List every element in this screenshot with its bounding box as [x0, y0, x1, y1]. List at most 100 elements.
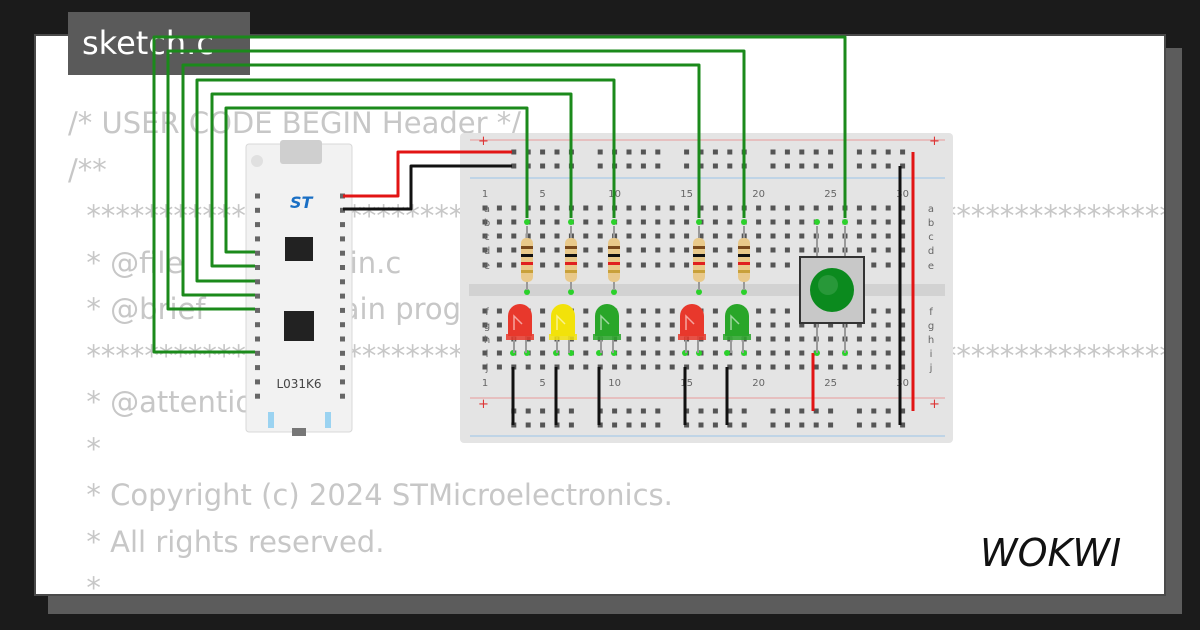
board-pin	[340, 279, 345, 285]
usb-connector	[280, 140, 322, 164]
breadboard-hole	[655, 149, 661, 155]
breadboard-hole	[885, 350, 891, 356]
breadboard-hole	[698, 422, 704, 428]
board-pin	[255, 307, 260, 313]
breadboard-hole	[496, 308, 502, 314]
breadboard-hole	[871, 149, 877, 155]
resistor-band	[608, 270, 620, 273]
breadboard-hole	[900, 247, 906, 253]
breadboard-hole	[856, 233, 862, 239]
breadboard-hole	[669, 233, 675, 239]
pushbutton	[799, 226, 865, 353]
reset-led	[251, 155, 263, 167]
breadboard-hole	[698, 149, 704, 155]
breadboard-hole	[626, 308, 632, 314]
breadboard-hole	[712, 149, 718, 155]
breadboard-hole	[756, 205, 762, 211]
breadboard-hole	[554, 247, 560, 253]
board-pin	[255, 336, 260, 342]
breadboard-hole	[770, 336, 776, 342]
breadboard-hole	[799, 408, 805, 414]
breadboard-hole	[698, 163, 704, 169]
board-pin	[255, 265, 260, 270]
breadboard-hole	[784, 163, 790, 169]
board-pin	[255, 193, 260, 199]
row-letter: h	[928, 335, 934, 346]
breadboard-hole	[784, 149, 790, 155]
breadboard-hole	[597, 163, 603, 169]
row-letter: j	[485, 363, 489, 374]
file-tab[interactable]: sketch.c	[68, 12, 250, 75]
breadboard-hole	[626, 364, 632, 370]
breadboard-hole	[597, 205, 603, 211]
breadboard-hole	[856, 149, 862, 155]
breadboard-hole	[511, 163, 517, 169]
breadboard-hole	[525, 233, 531, 239]
breadboard-hole	[540, 408, 546, 414]
breadboard-hole	[626, 322, 632, 328]
breadboard-hole	[885, 364, 891, 370]
breadboard-hole	[540, 308, 546, 314]
breadboard-hole	[540, 422, 546, 428]
breadboard-hole	[640, 364, 646, 370]
breadboard-hole	[756, 322, 762, 328]
resistor-band	[565, 262, 577, 265]
resistor-band	[608, 246, 620, 249]
breadboard-hole	[612, 408, 618, 414]
breadboard-hole	[655, 364, 661, 370]
breadboard-hole	[770, 364, 776, 370]
breadboard-hole	[684, 149, 690, 155]
breadboard-hole	[482, 308, 488, 314]
breadboard-hole	[756, 247, 762, 253]
breadboard-hole	[770, 233, 776, 239]
led-body	[551, 304, 575, 336]
resistor-band	[693, 254, 705, 257]
breadboard-hole	[813, 364, 819, 370]
board-pin	[255, 293, 260, 299]
breadboard-hole	[871, 262, 877, 268]
breadboard-hole	[885, 322, 891, 328]
breadboard-hole	[525, 364, 531, 370]
breadboard-hole	[784, 262, 790, 268]
breadboard-hole	[640, 219, 646, 225]
rail-plus-sign: +	[478, 134, 489, 149]
breadboard-hole	[712, 247, 718, 253]
breadboard-hole	[712, 233, 718, 239]
board-pin	[255, 322, 260, 328]
breadboard-hole	[698, 408, 704, 414]
resistor	[608, 226, 620, 290]
pin-marker	[568, 289, 574, 295]
breadboard-hole	[540, 336, 546, 342]
breadboard-hole	[640, 350, 646, 356]
signal-wire	[195, 78, 616, 283]
breadboard-hole	[540, 262, 546, 268]
breadboard-hole	[712, 308, 718, 314]
board-pin	[255, 393, 260, 399]
code-line: * @attention	[68, 385, 272, 419]
chip-mcu	[284, 311, 314, 341]
breadboard-hole	[684, 247, 690, 253]
breadboard-hole	[885, 233, 891, 239]
breadboard-hole	[655, 408, 661, 414]
code-line: /**	[68, 152, 107, 187]
row-letter: d	[484, 246, 490, 257]
board-pin	[255, 207, 260, 213]
pin-marker	[524, 219, 530, 225]
ground-wire	[343, 164, 512, 211]
breadboard-hole	[698, 205, 704, 211]
breadboard-hole	[900, 422, 906, 428]
breadboard-hole	[813, 163, 819, 169]
breadboard-hole	[511, 219, 517, 225]
led-green	[723, 304, 751, 353]
breadboard-hole	[784, 233, 790, 239]
breadboard-hole	[583, 247, 589, 253]
breadboard-hole	[712, 322, 718, 328]
board-jumper	[325, 412, 331, 428]
breadboard-hole	[540, 219, 546, 225]
led-red	[506, 304, 534, 353]
breadboard-hole	[900, 322, 906, 328]
row-letter: a	[484, 204, 490, 215]
led-rim	[723, 334, 751, 340]
pin-marker	[611, 289, 617, 295]
